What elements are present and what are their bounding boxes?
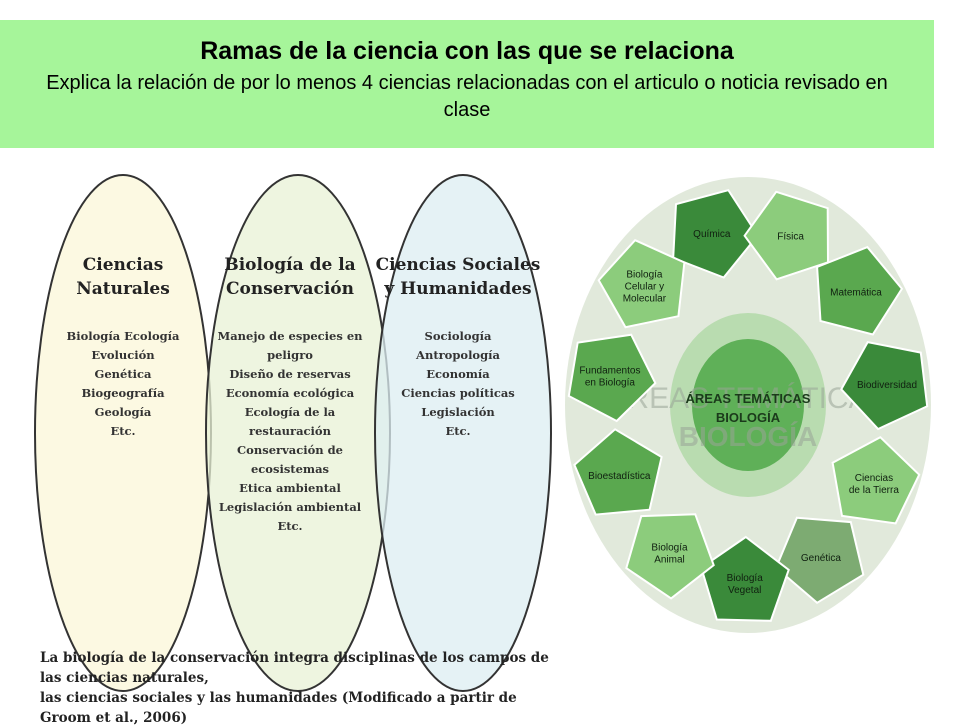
venn-title-social-1: Ciencias Sociales: [376, 255, 541, 275]
wheel-pentagon-label: Animal: [654, 554, 685, 565]
wheel-pentagons: Química FísicaMatemáticaBiodiversidadCien…: [567, 188, 929, 622]
wheel-pentagon-label: Vegetal: [728, 585, 761, 596]
venn-item: Diseño de reservas: [229, 367, 350, 381]
wheel-center-title: ÁREAS TEMÁTICAS: [686, 391, 811, 406]
venn-item: Conservación de: [237, 443, 343, 457]
slide-subtitle: Explica la relación de por lo menos 4 ci…: [46, 72, 888, 121]
wheel-pentagon: [567, 333, 657, 423]
wheel-pentagon-label: Matemática: [830, 288, 882, 299]
wheel-pentagon-label: Biología: [626, 269, 663, 280]
wheel-pentagon-label: Ciencias: [855, 473, 893, 484]
wheel-pentagon: [840, 340, 929, 431]
venn-item: Etc.: [445, 424, 470, 438]
venn-item: Manejo de especies en: [217, 329, 363, 343]
venn-caption-line-1: La biología de la conservación integra d…: [40, 650, 549, 686]
wheel-pentagon-label: Química: [693, 229, 731, 240]
wheel-pentagon-label: Biología: [651, 542, 688, 553]
venn-item: restauración: [249, 424, 332, 438]
wheel-pentagon-label: Física: [777, 232, 804, 243]
wheel-watermark-bottom: BIOLOGÍA: [679, 421, 817, 452]
venn-item: Evolución: [91, 348, 155, 362]
wheel-pentagon-label: Genética: [801, 553, 841, 564]
venn-title-conservation-2: Conservación: [226, 279, 354, 299]
venn-title-natural-2: Naturales: [76, 279, 170, 299]
venn-item: Legislación ambiental: [219, 500, 362, 514]
venn-diagram: Ciencias Naturales Biología EcologíaEvol…: [34, 174, 552, 692]
wheel-pentagon: [774, 516, 865, 605]
wheel-pentagon: [597, 238, 686, 329]
venn-item: Geología: [95, 405, 152, 419]
venn-item: Etc.: [277, 519, 302, 533]
wheel-pentagon-label: Biodiversidad: [857, 380, 917, 391]
wheel-pentagon-label: de la Tierra: [849, 485, 899, 496]
venn-title-conservation-1: Biología de la: [224, 255, 355, 275]
venn-caption-line-2: las ciencias sociales y las humanidades …: [40, 690, 517, 726]
venn-item: Etica ambiental: [239, 481, 341, 495]
wheel-center-subtitle: BIOLOGÍA: [716, 410, 781, 425]
wheel-pentagon: [625, 513, 715, 600]
venn-item: ecosistemas: [251, 462, 329, 476]
venn-item: Economía: [426, 367, 490, 381]
wheel-core: [692, 339, 804, 471]
wheel-pentagon-label: Molecular: [623, 293, 667, 304]
thematic-areas-wheel: ÁREAS TEMÁTICAS BIOLOGÍA ÁREAS TEMÁTICAS…: [565, 177, 931, 633]
venn-circle-social-sciences: [374, 174, 552, 692]
venn-caption: La biología de la conservación integra d…: [40, 648, 560, 728]
wheel-pentagon: [573, 428, 663, 516]
venn-item: Legislación: [421, 405, 495, 419]
venn-item: Ecología de la: [245, 405, 336, 419]
venn-items-natural: Biología EcologíaEvoluciónGenéticaBiogeo…: [66, 329, 180, 438]
venn-item: Sociología: [425, 329, 492, 343]
venn-item: Etc.: [110, 424, 135, 438]
wheel-pentagon-label: Fundamentos: [579, 366, 640, 377]
venn-title-natural-1: Ciencias: [83, 255, 164, 275]
wheel-pentagon-label: en Biología: [585, 378, 635, 389]
venn-item: Genética: [95, 367, 152, 381]
wheel-pentagon-label: Bioestadística: [588, 471, 651, 482]
venn-item: Biogeografía: [81, 386, 165, 400]
wheel-pentagon: [816, 245, 904, 336]
wheel-pentagon-label: Biología: [727, 573, 764, 584]
title-banner: Ramas de la ciencia con las que se relac…: [0, 20, 934, 148]
venn-item: Antropología: [415, 348, 500, 362]
venn-item: Biología Ecología: [66, 329, 180, 343]
venn-title-social-2: y Humanidades: [383, 279, 531, 299]
wheel-pentagon-label: Celular y: [625, 281, 664, 292]
wheel-pentagon: [831, 435, 921, 525]
slide-title: Ramas de la ciencia con las que se relac…: [200, 37, 734, 65]
venn-item: Ciencias políticas: [401, 386, 515, 400]
venn-item: Economía ecológica: [226, 386, 355, 400]
venn-item: peligro: [267, 348, 313, 362]
